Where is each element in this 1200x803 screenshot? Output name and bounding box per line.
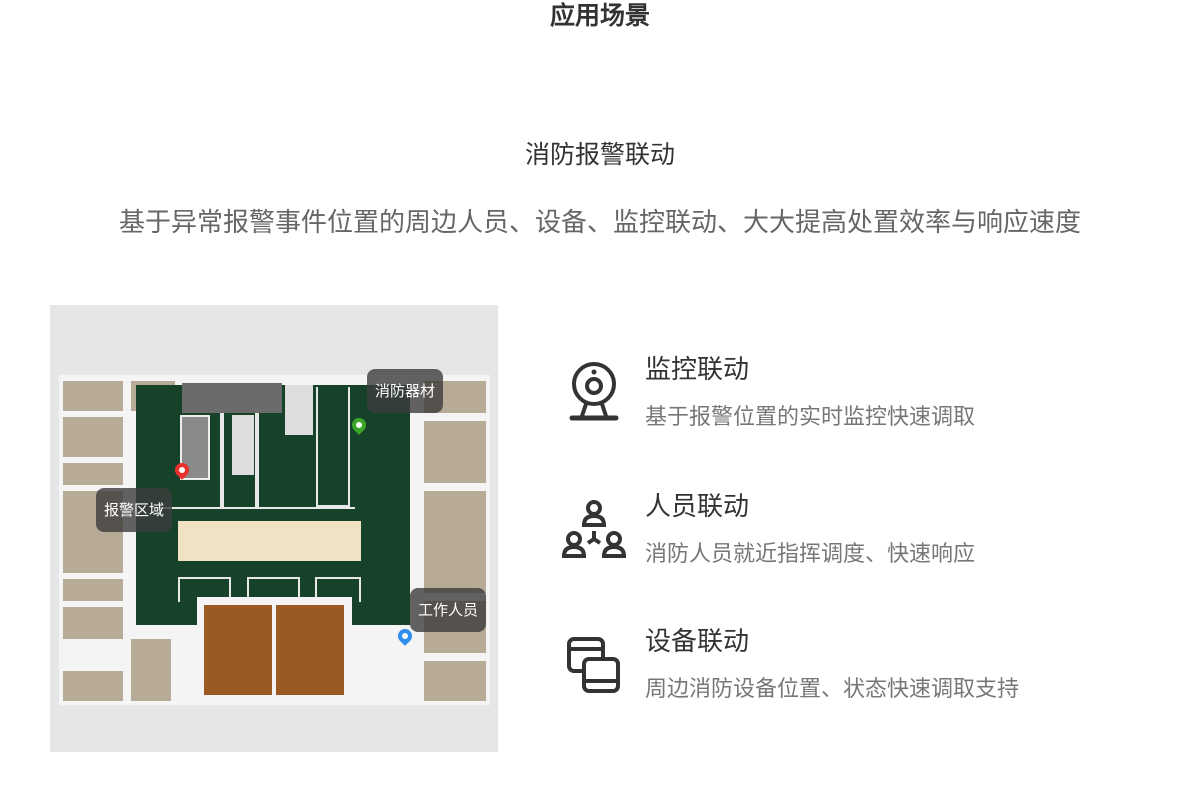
feature-title: 监控联动	[645, 355, 750, 385]
page-title: 应用场景	[549, 1, 650, 30]
feature-desc: 周边消防设备位置、状态快速调取支持	[645, 677, 1020, 702]
alarm-area-label: 报警区域	[96, 488, 173, 532]
room-right	[276, 605, 344, 695]
feature-title: 设备联动	[645, 627, 750, 657]
people-network-icon	[562, 500, 626, 558]
floor-plan-map: 报警区域 消防器材 工作人员	[50, 305, 498, 752]
feature-desc: 消防人员就近指挥调度、快速响应	[645, 542, 976, 567]
camera-icon	[569, 362, 619, 421]
room-left	[204, 605, 272, 695]
feature-desc: 基于报警位置的实时监控快速调取	[645, 405, 976, 430]
feature-title: 人员联动	[645, 492, 750, 522]
section-subtitle: 基于异常报警事件位置的周边人员、设备、监控联动、大大提高处置效率与响应速度	[118, 208, 1081, 238]
devices-icon	[567, 637, 620, 693]
center-table	[178, 521, 361, 561]
staff-label: 工作人员	[410, 588, 487, 632]
section-title: 消防报警联动	[524, 140, 675, 169]
equipment-label: 消防器材	[367, 369, 444, 413]
